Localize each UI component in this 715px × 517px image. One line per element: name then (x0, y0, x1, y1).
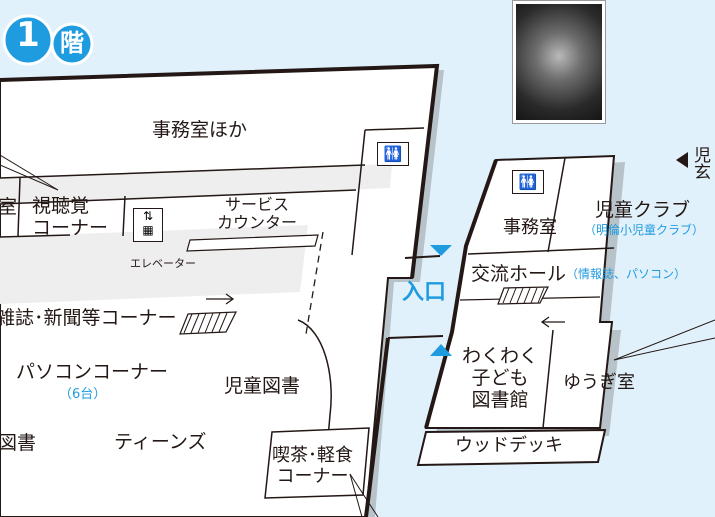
kids-entrance-label: 児 玄 (694, 146, 711, 183)
children-books-label: 児童図書 (224, 375, 301, 397)
office-etc-label: 事務室ほか (152, 119, 248, 141)
entrance-label: 入口 (402, 280, 447, 305)
magazine-corner-label: 雑誌･新聞等コーナー (0, 307, 177, 329)
elevator-icon: ⇅▦ (133, 208, 163, 242)
floor-label: 階 (60, 29, 84, 57)
floor-number: 1 (16, 15, 40, 55)
wood-deck (416, 428, 607, 467)
kids-club-label: 児童クラブ (595, 199, 691, 221)
cafe-label: 喫茶･軽食 コーナー (272, 445, 353, 487)
floor-badge (2, 14, 94, 66)
av-corner-label: 視聴覚 コーナー (32, 195, 109, 239)
service-counter-label: サービス カウンター (217, 195, 298, 233)
drum-kit-photo (512, 0, 606, 124)
pc-count-label: （6台） (59, 387, 107, 402)
partial-room-label: 室 (0, 196, 18, 218)
books-partial-label: 図書 (0, 432, 37, 454)
exchange-hall-note: （情報誌、パソコン） (566, 267, 687, 281)
pc-corner-label: パソコンコーナー (16, 361, 169, 383)
exchange-hall-label: 交流ホール (471, 263, 567, 285)
kids-club-note: （明倫小児童クラブ） (584, 223, 705, 237)
playroom-label: ゆうぎ室 (563, 372, 635, 393)
restroom-icon: 🚻 (512, 170, 544, 194)
restroom-icon: 🚻 (377, 142, 409, 166)
wood-deck-label: ウッドデッキ (455, 435, 563, 456)
elevator-label: エレベーター (130, 257, 196, 270)
kids-library-label: わくわく 子ども 図書館 (462, 345, 539, 411)
teens-label: ティーンズ (114, 431, 207, 453)
right-office-label: 事務室 (503, 217, 557, 238)
